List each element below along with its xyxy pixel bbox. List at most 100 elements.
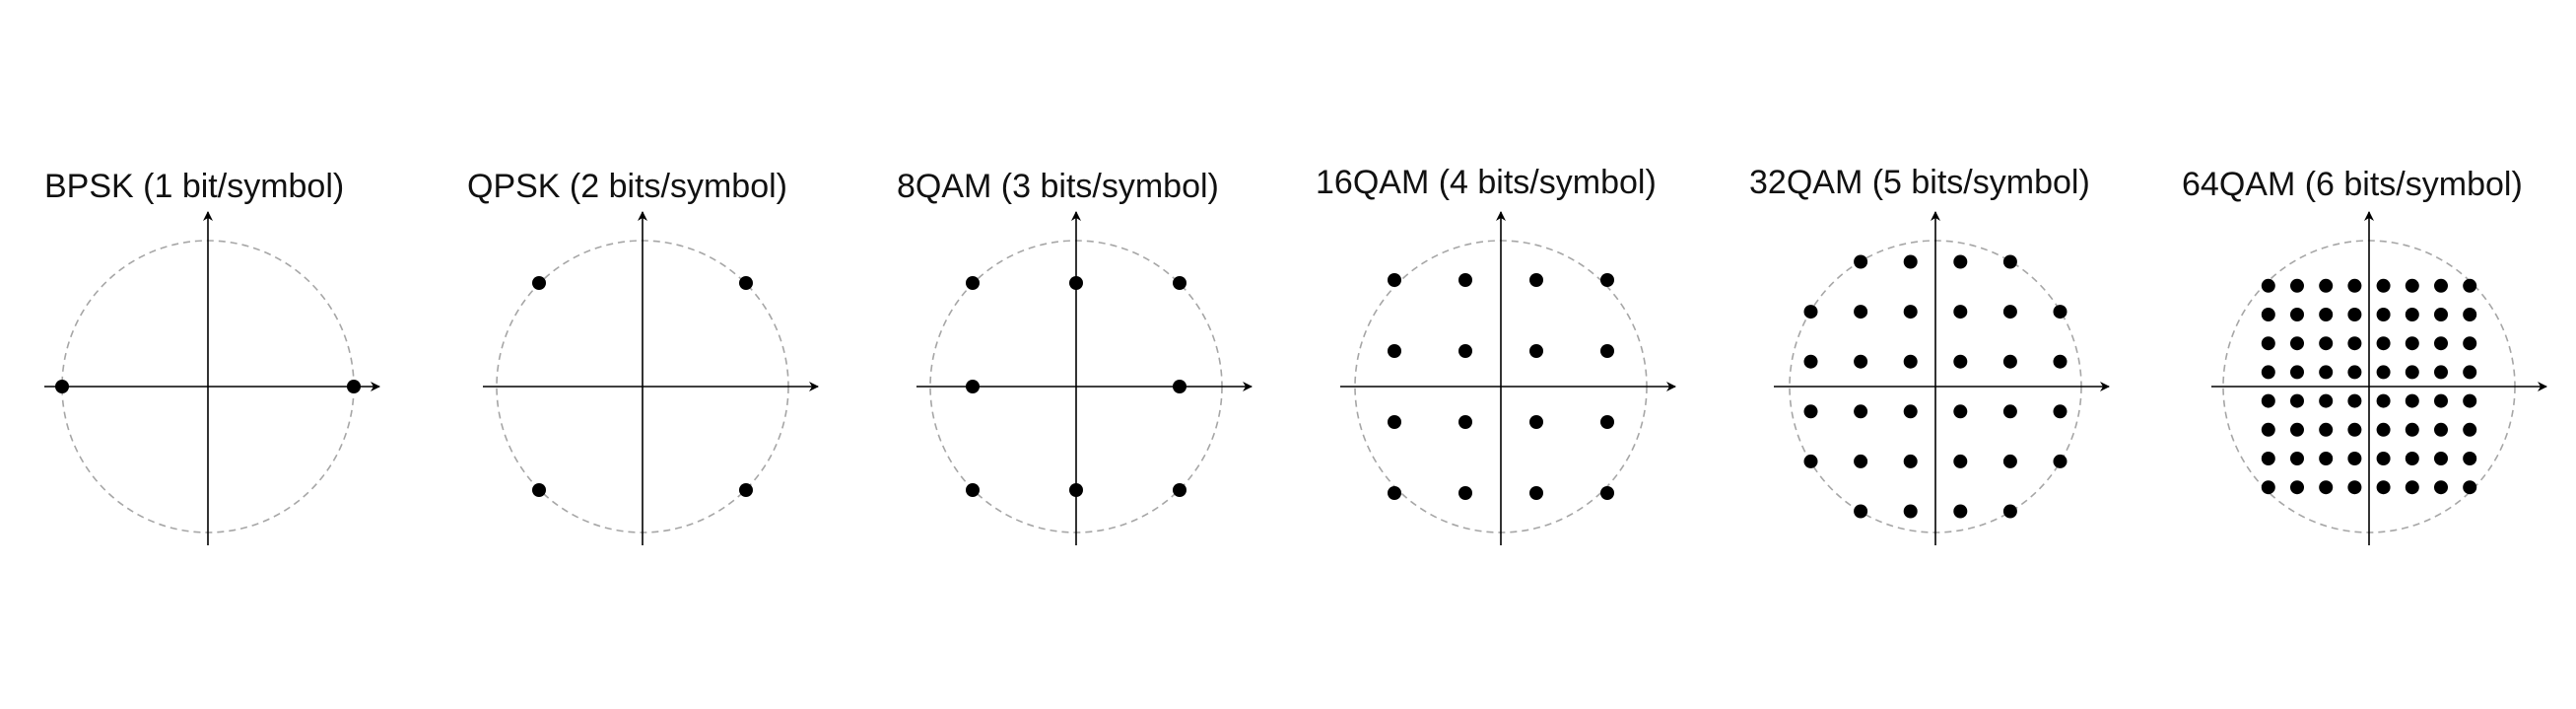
- constellation-point: [2347, 365, 2362, 380]
- constellation-point: [1854, 254, 1868, 269]
- constellation-point: [55, 380, 69, 393]
- constellation-point: [2347, 308, 2362, 321]
- constellation-point: [1803, 404, 1818, 419]
- constellation-point: [2347, 278, 2362, 293]
- constellation-point: [2376, 452, 2391, 465]
- constellation-point: [739, 276, 753, 290]
- constellation-point: [2434, 308, 2448, 321]
- constellation-point: [2463, 422, 2477, 437]
- constellation-point: [966, 276, 980, 290]
- constellation-point: [739, 483, 753, 497]
- constellation-point: [1173, 380, 1186, 393]
- qpsk-title: QPSK (2 bits/symbol): [467, 168, 787, 205]
- constellation-point: [2347, 393, 2362, 408]
- constellation-point: [2319, 452, 2334, 465]
- constellation-point: [2463, 278, 2477, 293]
- constellation-point: [2405, 278, 2419, 293]
- constellation-point: [347, 380, 361, 393]
- constellation-point: [2290, 480, 2304, 495]
- constellation-point: [2434, 452, 2448, 465]
- constellation-point: [532, 276, 546, 290]
- constellation-point: [2319, 422, 2334, 437]
- constellation-point: [1529, 344, 1543, 358]
- constellation-point: [1069, 483, 1083, 497]
- constellation-point: [2376, 336, 2391, 351]
- constellation-point: [2376, 480, 2391, 495]
- constellation-point: [2463, 308, 2477, 321]
- qpsk-constellation: [483, 211, 819, 545]
- constellation-point: [1854, 404, 1868, 419]
- constellation-point: [1388, 273, 1401, 287]
- constellation-point: [2376, 308, 2391, 321]
- constellation-point: [2376, 422, 2391, 437]
- constellation-point: [2405, 336, 2419, 351]
- constellation-point: [1529, 273, 1543, 287]
- constellation-point: [2405, 452, 2419, 465]
- constellation-point: [1953, 254, 1968, 269]
- constellation-point: [1600, 486, 1614, 500]
- constellation-point: [2261, 365, 2275, 380]
- constellation-point: [1600, 415, 1614, 429]
- constellation-point: [1458, 415, 1472, 429]
- constellation-point: [2261, 278, 2275, 293]
- constellation-point: [2290, 278, 2304, 293]
- constellation-point: [1388, 344, 1401, 358]
- constellation-point: [2261, 480, 2275, 495]
- constellation-point: [2290, 308, 2304, 321]
- constellation-point: [532, 483, 546, 497]
- constellation-point: [2347, 336, 2362, 351]
- constellation-point: [1173, 276, 1186, 290]
- constellation-point: [2319, 308, 2334, 321]
- constellation-point: [2261, 452, 2275, 465]
- constellation-point: [2002, 454, 2017, 468]
- constellation-point: [1458, 273, 1472, 287]
- constellation-point: [2434, 365, 2448, 380]
- bpsk-title: BPSK (1 bit/symbol): [44, 168, 344, 205]
- constellation-point: [1854, 354, 1868, 369]
- constellation-point: [2053, 305, 2068, 319]
- constellation-point: [1903, 305, 1918, 319]
- 32qam-constellation: [1774, 211, 2110, 545]
- constellation-point: [1903, 454, 1918, 468]
- constellation-point: [2463, 336, 2477, 351]
- constellation-point: [2053, 454, 2068, 468]
- constellation-point: [1803, 354, 1818, 369]
- constellation-point: [2319, 480, 2334, 495]
- constellation-plots: [44, 211, 2547, 545]
- constellation-point: [1803, 305, 1818, 319]
- constellation-point: [2002, 504, 2017, 519]
- constellation-point: [1388, 486, 1401, 500]
- constellation-point: [2290, 365, 2304, 380]
- constellation-point: [2261, 308, 2275, 321]
- 8qam-title: 8QAM (3 bits/symbol): [897, 168, 1219, 205]
- constellation-point: [2434, 336, 2448, 351]
- constellation-point: [1854, 504, 1868, 519]
- constellation-point: [966, 380, 980, 393]
- constellation-point: [2376, 365, 2391, 380]
- constellation-point: [1069, 276, 1083, 290]
- bpsk-constellation: [44, 211, 380, 545]
- constellation-point: [2376, 393, 2391, 408]
- constellation-point: [2319, 278, 2334, 293]
- constellation-point: [1173, 483, 1186, 497]
- constellation-point: [2261, 422, 2275, 437]
- constellation-point: [1529, 486, 1543, 500]
- constellation-point: [1903, 504, 1918, 519]
- constellation-point: [1854, 305, 1868, 319]
- constellation-point: [2002, 254, 2017, 269]
- constellation-point: [2319, 365, 2334, 380]
- constellation-point: [2002, 354, 2017, 369]
- constellation-point: [1903, 354, 1918, 369]
- constellation-point: [2463, 365, 2477, 380]
- constellation-point: [2434, 278, 2448, 293]
- constellation-point: [2319, 336, 2334, 351]
- constellation-point: [966, 483, 980, 497]
- constellation-point: [1388, 415, 1401, 429]
- constellation-point: [2405, 393, 2419, 408]
- constellation-point: [2347, 480, 2362, 495]
- 64qam-title: 64QAM (6 bits/symbol): [2182, 166, 2523, 203]
- constellation-point: [2463, 393, 2477, 408]
- constellation-point: [2405, 422, 2419, 437]
- constellation-point: [2290, 452, 2304, 465]
